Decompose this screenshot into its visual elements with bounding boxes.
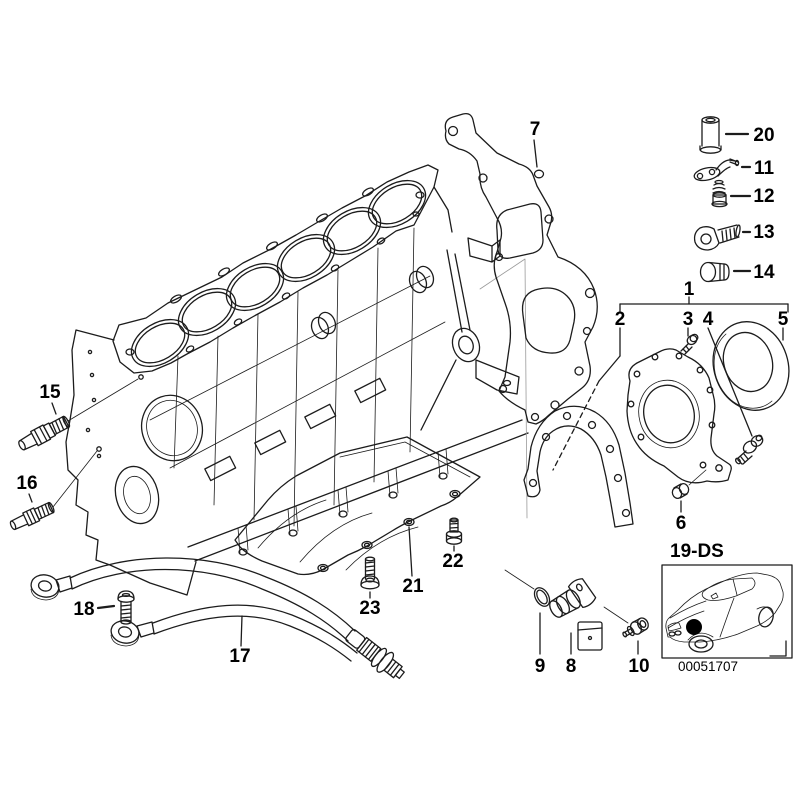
callout-10[interactable]: 10	[628, 656, 649, 677]
part-12-screw	[712, 181, 750, 207]
part-14-sealing-cap	[701, 263, 751, 282]
callout-6[interactable]: 6	[676, 513, 687, 534]
cylinder-bores	[123, 171, 434, 376]
part-3-bolt	[681, 328, 699, 354]
block-side-structure	[150, 228, 445, 526]
gasket-holes	[126, 186, 424, 355]
part-13-bolt-retainer	[695, 225, 750, 250]
block-mount-bracket	[421, 187, 519, 430]
callout-1-bracket	[553, 297, 788, 470]
part-20-dowel-sleeve	[700, 117, 748, 153]
gasket-7-holes	[449, 127, 595, 421]
callout-4[interactable]: 4	[703, 309, 714, 330]
block-front-face	[66, 330, 211, 595]
part-9-o-ring	[531, 585, 552, 654]
callout-20[interactable]: 20	[753, 125, 774, 146]
callout-16[interactable]: 16	[16, 473, 37, 494]
part-11-bracket-hook	[693, 159, 750, 183]
part-8-pulse-sensor	[544, 576, 628, 654]
part-7-end-gasket	[445, 114, 597, 424]
callout-5[interactable]: 5	[778, 309, 789, 330]
callout-7[interactable]: 7	[530, 119, 541, 140]
location-marker	[686, 619, 702, 635]
part-21-oil-pan-tray	[235, 437, 480, 576]
section-code-label: 19-DS	[670, 541, 724, 562]
part-16-sensor	[8, 447, 101, 533]
part-5-shaft-seal	[702, 312, 800, 420]
bedplate-ladder	[188, 420, 528, 561]
callout-1[interactable]: 1	[684, 279, 695, 300]
ring-terminal-a	[29, 572, 72, 600]
callout-23[interactable]: 23	[359, 598, 380, 619]
part-23-bolt	[361, 557, 379, 598]
callout-labels: 7 20 11 12 13 14 1 2 3 4 5 6 15 16 17 18…	[16, 119, 788, 677]
part-18-bolt	[98, 591, 134, 624]
callout-14[interactable]: 14	[753, 262, 775, 283]
construction-lines	[480, 259, 534, 589]
head-gasket-deck	[113, 165, 438, 376]
callout-3[interactable]: 3	[683, 309, 694, 330]
image-number-label: 00051707	[678, 659, 738, 674]
part-1-seal-housing	[627, 349, 731, 485]
callout-12[interactable]: 12	[753, 186, 774, 207]
housing-bolt-holes	[628, 353, 722, 471]
car-drawing	[666, 573, 783, 652]
callout-17[interactable]: 17	[229, 646, 250, 667]
part-10-bolt	[620, 616, 650, 654]
cable-connector	[342, 625, 410, 685]
callout-8[interactable]: 8	[566, 656, 577, 677]
callout-21[interactable]: 21	[402, 576, 424, 597]
callout-11[interactable]: 11	[754, 158, 775, 179]
vehicle-thumbnail-box	[662, 565, 792, 658]
callout-18[interactable]: 18	[73, 599, 94, 620]
ring-terminal-b	[109, 618, 154, 646]
callout-2[interactable]: 2	[615, 309, 626, 330]
part-2-arch-gasket	[524, 406, 633, 527]
part-6-dowel-plug	[671, 482, 690, 512]
part-22-screw-plug	[447, 518, 462, 551]
tray-bolt-holes	[318, 491, 460, 572]
callout-15[interactable]: 15	[39, 382, 61, 403]
engine-block-art	[66, 165, 534, 595]
part-15-sensor	[16, 375, 143, 454]
part-17-sensor-cables	[29, 558, 409, 685]
callout-13[interactable]: 13	[753, 222, 774, 243]
gasket-2-holes	[530, 413, 630, 517]
callout-9[interactable]: 9	[535, 656, 546, 677]
callout-22[interactable]: 22	[442, 551, 463, 572]
